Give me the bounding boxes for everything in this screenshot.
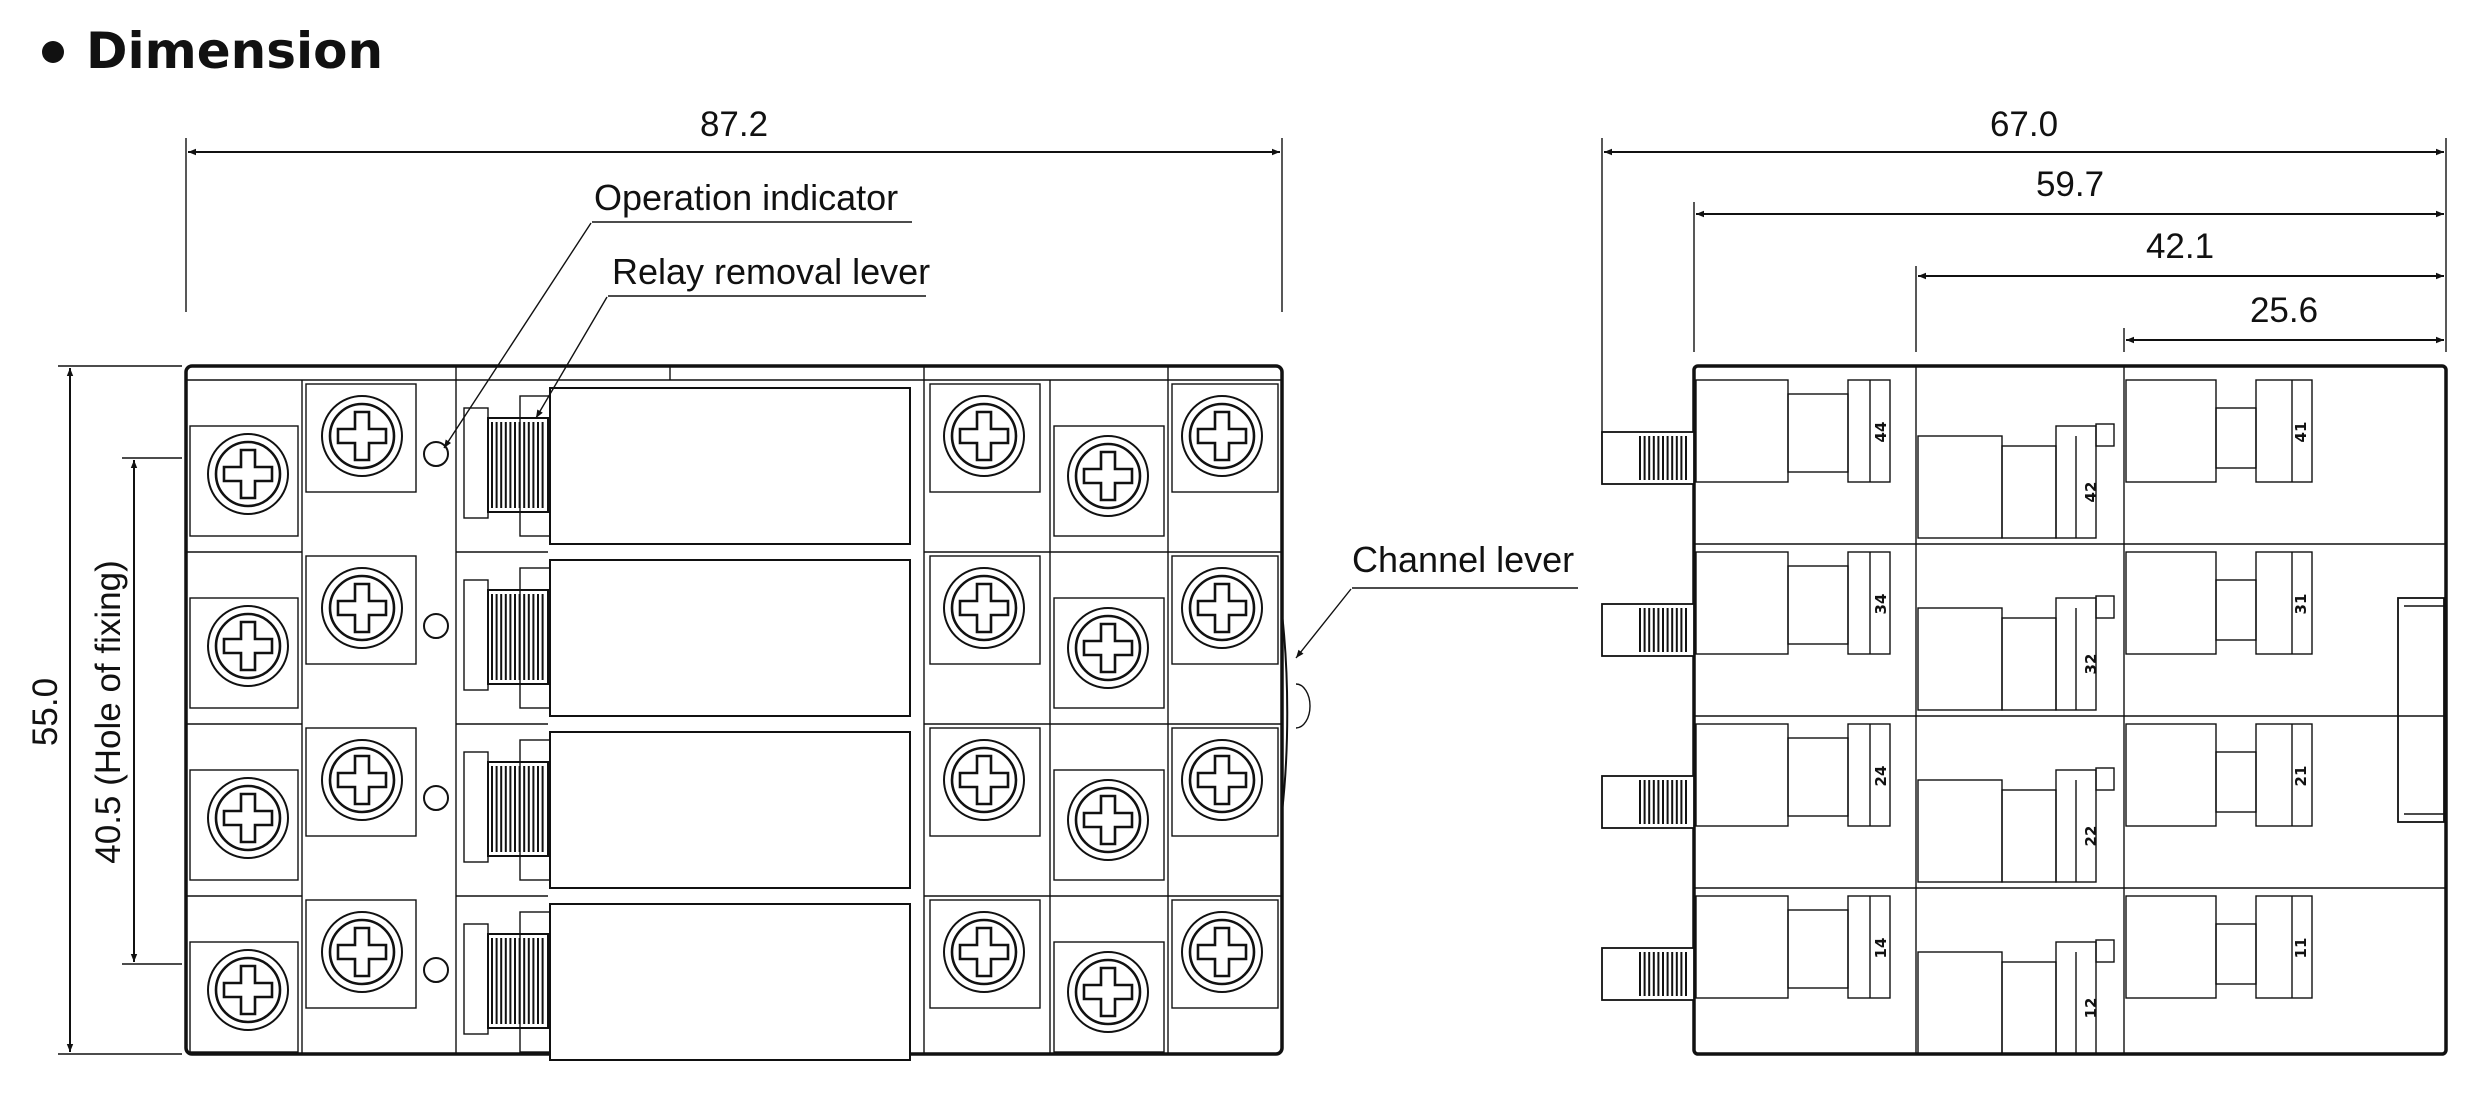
relay-lever-side-icon [1601, 603, 1695, 657]
operation-indicator-icon [423, 613, 449, 639]
side-clip [2397, 597, 2445, 823]
terminal-screw-icon [1181, 739, 1263, 821]
side-dim-label-3: 42.1 [2146, 227, 2214, 266]
terminal-screw-icon [1181, 911, 1263, 993]
terminal-screw-icon [943, 567, 1025, 649]
terminal-screw-icon [207, 433, 289, 515]
terminal-number: 31 [2292, 594, 2310, 615]
heading-title: Dimension [86, 22, 383, 80]
front-relay-row [189, 383, 1279, 545]
relay-module [549, 559, 911, 717]
operation-indicator-icon [423, 957, 449, 983]
channel-lever-label: Channel lever [1352, 539, 1574, 580]
terminal-screw-icon [1067, 951, 1149, 1033]
side-relay-row: 44 42 41 [1601, 379, 2313, 539]
relay-module [549, 731, 911, 889]
relay-removal-lever-icon [463, 911, 551, 1053]
side-dim-label-4: 25.6 [2250, 291, 2318, 330]
terminal-number: 22 [2082, 826, 2100, 847]
operation-indicator-icon [423, 785, 449, 811]
terminal-screw-icon [943, 739, 1025, 821]
terminal-number: 12 [2082, 998, 2100, 1019]
terminal-number: 41 [2292, 422, 2310, 443]
callout-leaders [443, 221, 1578, 659]
relay-removal-lever-icon [463, 567, 551, 709]
terminal-number: 21 [2292, 766, 2310, 787]
terminal-screw-icon [1181, 567, 1263, 649]
front-view: 87.2 55.0 40.5 (Hole of fixing) [26, 105, 1311, 1061]
terminal-screw-icon [207, 605, 289, 687]
hole-of-fixing-label: 40.5 (Hole of fixing) [89, 560, 128, 863]
relay-lever-side-icon [1601, 947, 1695, 1001]
terminal-number: 44 [1872, 422, 1890, 443]
terminal-screw-icon [1067, 435, 1149, 517]
relay-removal-lever-icon [463, 739, 551, 881]
relay-removal-lever-icon [463, 395, 551, 537]
terminal-screw-icon [943, 395, 1025, 477]
front-width-label: 87.2 [700, 105, 768, 144]
terminal-screw-icon [321, 395, 403, 477]
relay-removal-lever-label: Relay removal lever [612, 251, 930, 292]
terminal-number: 34 [1872, 594, 1890, 615]
front-relay-row [186, 723, 1282, 889]
terminal-number: 42 [2082, 482, 2100, 503]
relay-module [549, 387, 911, 545]
front-relay-row [186, 551, 1282, 717]
terminal-screw-icon [321, 739, 403, 821]
channel-lever-arc [1281, 613, 1289, 813]
terminal-number: 24 [1872, 766, 1890, 787]
terminal-screw-icon [1067, 607, 1149, 689]
heading-bullet [42, 41, 64, 63]
terminal-screw-icon [1181, 395, 1263, 477]
terminal-number: 11 [2292, 938, 2310, 959]
relay-module [549, 903, 911, 1061]
terminal-screw-icon [321, 567, 403, 649]
side-relay-row: 14 12 11 [1601, 887, 2446, 1055]
operation-indicator-icon [423, 441, 449, 467]
operation-indicator-label: Operation indicator [594, 177, 898, 218]
relay-lever-side-icon [1601, 431, 1695, 485]
terminal-screw-icon [943, 911, 1025, 993]
terminal-number: 14 [1872, 938, 1890, 959]
side-dim-label-2: 59.7 [2036, 165, 2104, 204]
terminal-screw-icon [207, 777, 289, 859]
side-view: 67.0 59.7 42.1 25.6 44 42 41 34 32 31 24 22 21 14… [1601, 105, 2448, 1056]
terminal-screw-icon [1067, 779, 1149, 861]
front-relay-row [186, 895, 1282, 1061]
terminal-screw-icon [321, 911, 403, 993]
terminal-number: 32 [2082, 654, 2100, 675]
side-dim-label-1: 67.0 [1990, 105, 2058, 144]
relay-lever-side-icon [1601, 775, 1695, 829]
side-relay-row: 24 22 21 [1601, 715, 2446, 883]
front-height-label: 55.0 [26, 678, 65, 746]
side-relay-row: 34 32 31 [1601, 543, 2446, 711]
terminal-screw-icon [207, 949, 289, 1031]
